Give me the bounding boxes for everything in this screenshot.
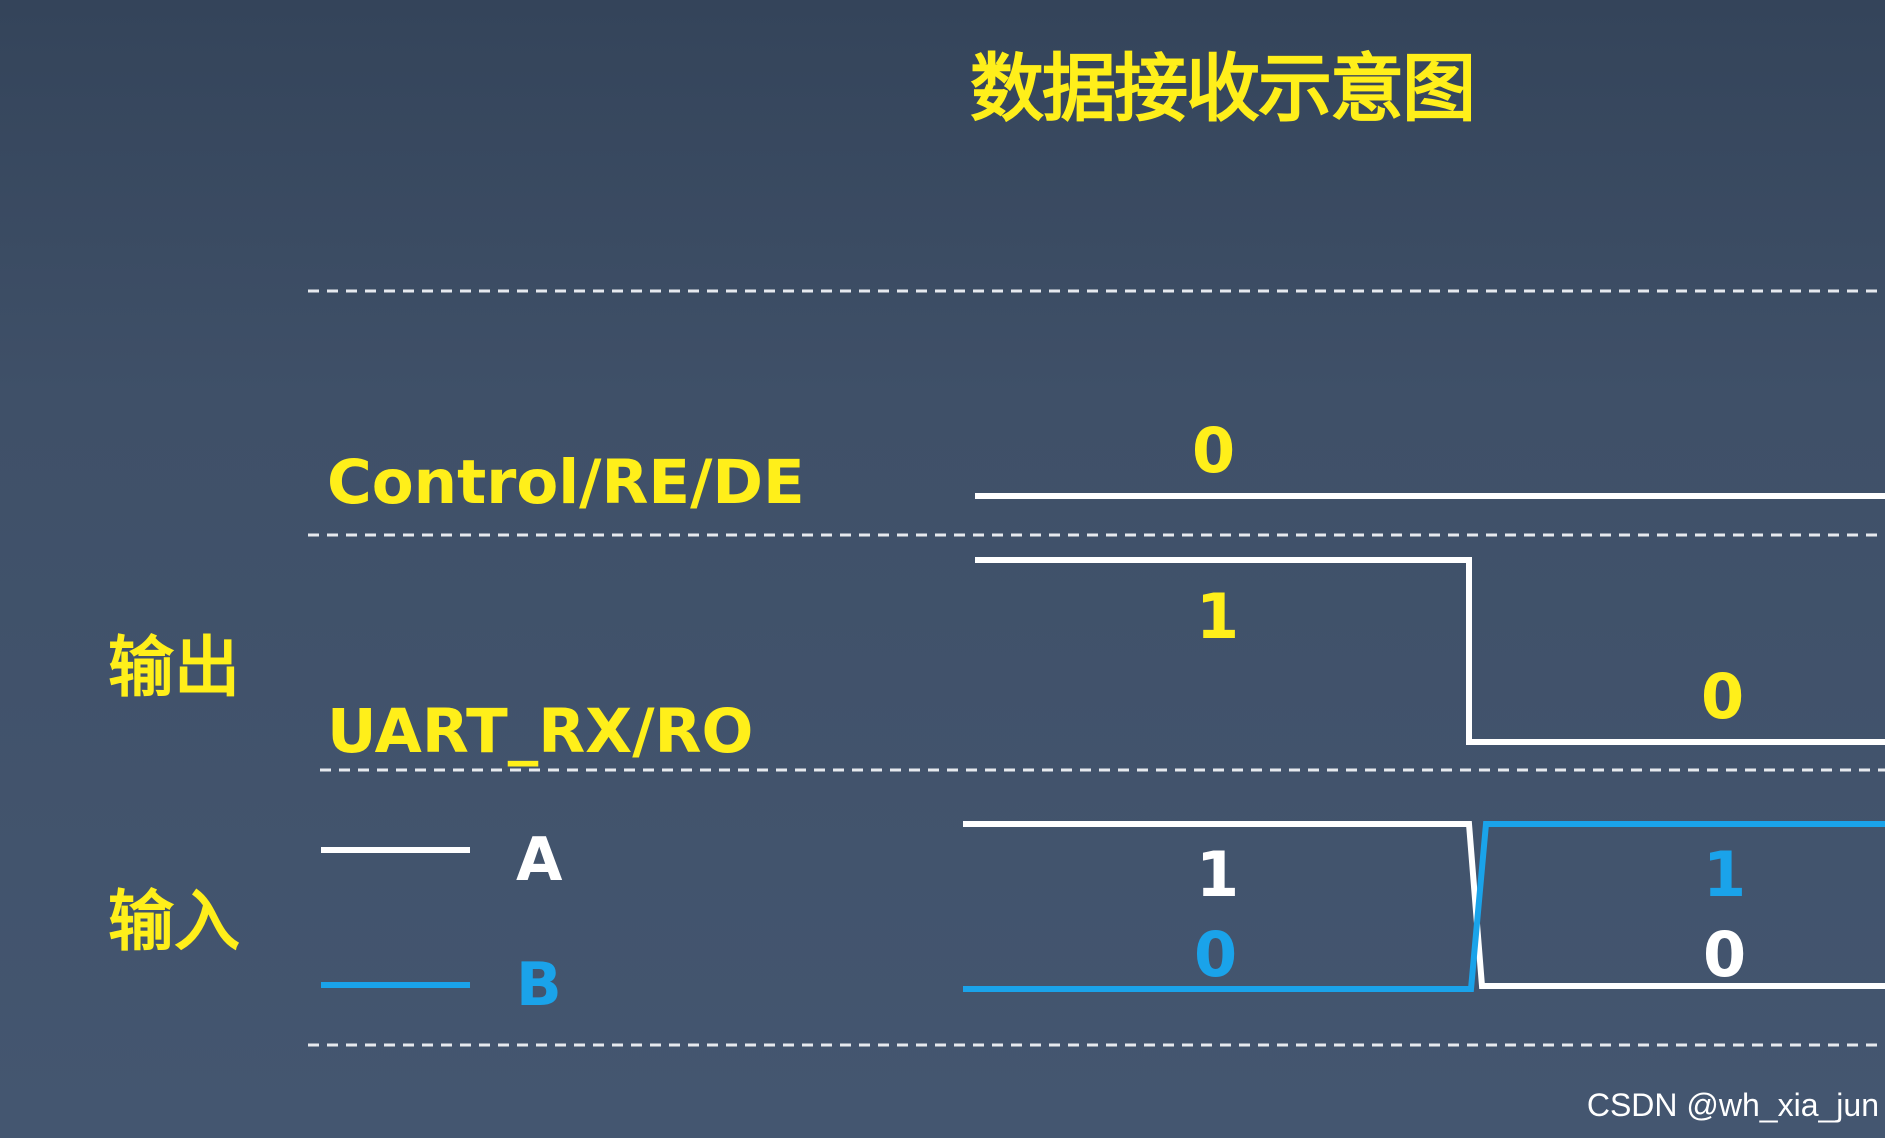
uart-waveform [975, 557, 1885, 745]
output-group-label: 输出 [108, 629, 240, 706]
legend-a-label: A [516, 825, 563, 895]
b-bit-1-label: 0 [1194, 918, 1237, 991]
diagram-title: 数据接收示意图 [970, 46, 1474, 132]
legend-b-label: B [516, 950, 562, 1020]
uart-signal-label: UART_RX/RO [327, 696, 753, 767]
control-signal-label: Control/RE/DE [327, 447, 805, 518]
a-line-waveform [963, 821, 1885, 989]
b-bit-2-label: 1 [1703, 838, 1746, 911]
a-bit-2-label: 0 [1703, 918, 1746, 991]
uart-bit-1-label: 1 [1196, 580, 1239, 653]
b-line-waveform [963, 821, 1885, 992]
input-group-label: 输入 [108, 883, 240, 960]
watermark-text: CSDN @wh_xia_jun [1586, 1087, 1879, 1123]
control-bit-label: 0 [1192, 414, 1235, 487]
uart-bit-2-label: 0 [1701, 660, 1744, 733]
a-bit-1-label: 1 [1196, 838, 1239, 911]
